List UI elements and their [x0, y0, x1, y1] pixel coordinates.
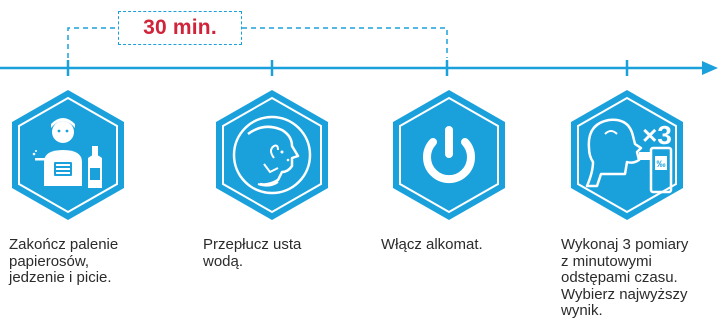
interval-bracket-right [242, 27, 448, 58]
timeline [0, 27, 718, 76]
mouth-rinse-icon [216, 90, 328, 220]
interval-label: 30 min. [143, 16, 217, 39]
step-2-caption: Przepłucz usta wodą. [203, 236, 302, 270]
times-three-label: ×3 [642, 120, 672, 150]
interval-bracket-left [67, 27, 118, 58]
power-button-icon [393, 90, 505, 220]
interval-badge: 30 min. [118, 11, 242, 45]
step-2 [212, 88, 362, 222]
person-cigarette-bottle-icon [12, 90, 124, 220]
step-1-caption: Zakończ palenie papierosów, jedzenie i p… [9, 236, 119, 286]
breathalyzer-x3-icon: ‰ ×3 [571, 90, 683, 220]
step-4-caption: Wykonaj 3 pomiary z minutowymi odstępami… [561, 236, 689, 319]
step-3 [389, 88, 539, 222]
timeline-arrow-icon [702, 61, 718, 75]
step-3-caption: Włącz alkomat. [381, 236, 483, 253]
unit-label: ‰ [657, 159, 666, 169]
step-1 [8, 88, 158, 222]
step-4: ‰ ×3 [567, 88, 717, 222]
